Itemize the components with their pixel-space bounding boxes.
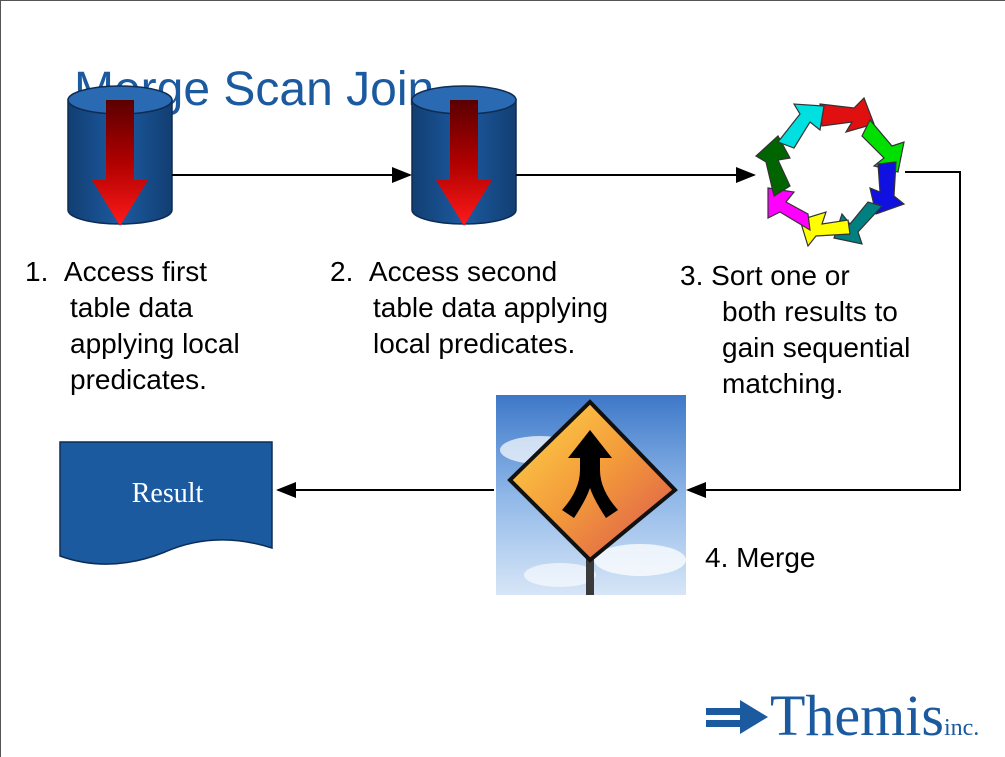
step-2-line-2: table data applying (373, 292, 609, 323)
sort-cycle-arrows-icon (754, 96, 906, 248)
slide-border-left (0, 0, 1, 757)
logo-name: Themis (770, 683, 944, 748)
step-1-line-4: predicates. (70, 364, 207, 395)
flow-arrow-3-4 (686, 171, 961, 498)
step-3-line-3: gain sequential (722, 332, 911, 363)
slide-border-top (0, 0, 1005, 1)
step-2-text: 2. Access second table data applying loc… (330, 254, 608, 362)
step-3-number: 3. (680, 260, 704, 291)
step-1-text: 1. Access first table data applying loca… (25, 254, 240, 398)
step-4-number: 4. (705, 542, 729, 573)
step-3-line-1: Sort one or (711, 260, 850, 291)
step-2-line-3: local predicates. (373, 328, 576, 359)
themis-arrow-logo-icon (706, 700, 768, 734)
step-3-line-4: matching. (722, 368, 844, 399)
step-3-text: 3. Sort one or both results to gain sequ… (680, 258, 910, 402)
step-3-line-2: both results to (722, 296, 898, 327)
logo-suffix: inc. (943, 715, 980, 741)
step-4-text: 4. Merge (705, 540, 816, 576)
step-1-line-1: Access first (63, 256, 208, 287)
step-1-line-3: applying local (70, 328, 240, 359)
document-icon (59, 441, 273, 565)
step-1-number: 1. (25, 256, 49, 287)
merge-road-sign-icon (496, 395, 686, 595)
database-cylinder-icon (411, 85, 517, 226)
step-2-number: 2. (330, 256, 354, 287)
step-1-line-2: table data (70, 292, 193, 323)
step-2-line-1: Access second (368, 256, 558, 287)
company-logo: Themisinc. (770, 682, 979, 749)
step-4-line-1: Merge (736, 542, 816, 573)
database-cylinder-icon (67, 85, 173, 226)
result-label: Result (131, 478, 204, 509)
